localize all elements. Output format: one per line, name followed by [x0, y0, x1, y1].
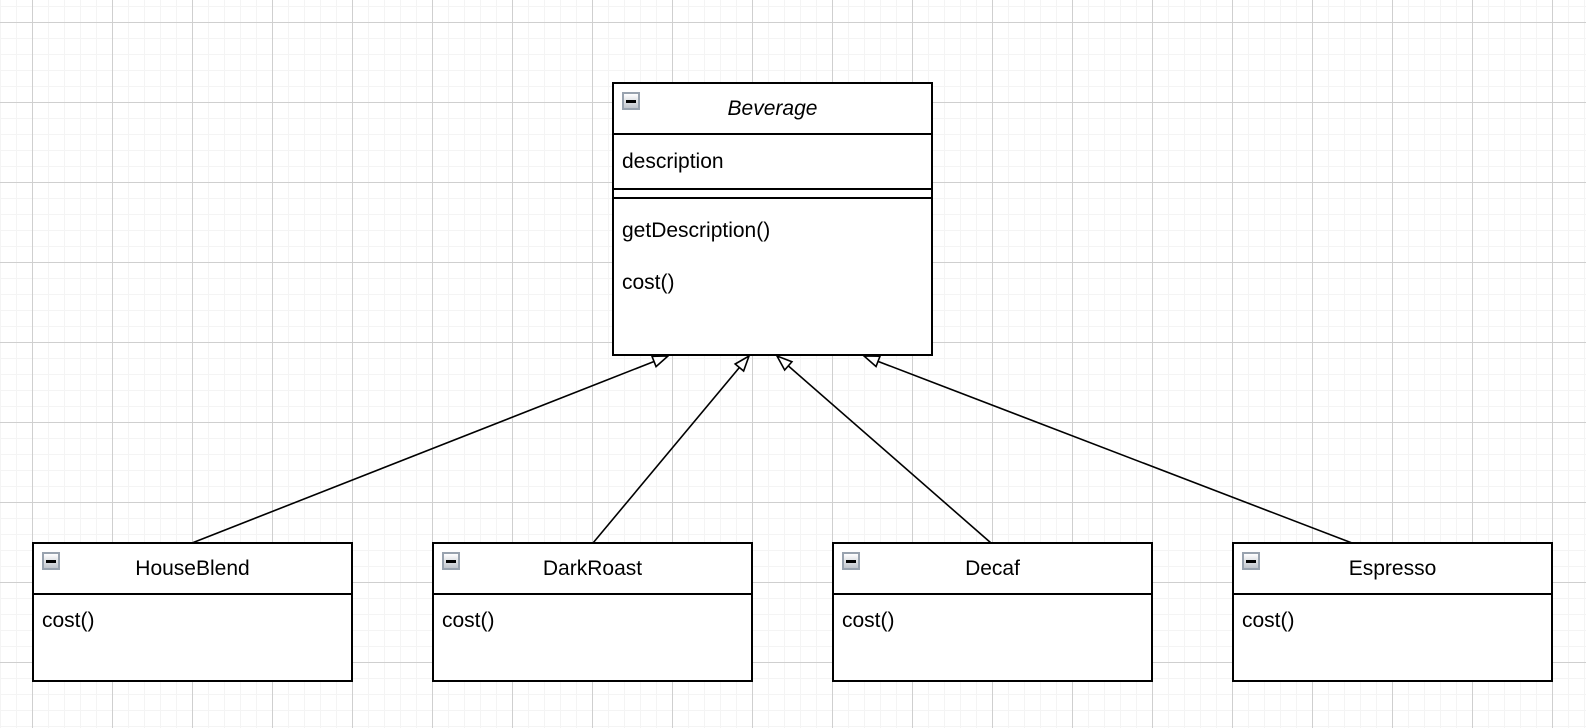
class-espresso[interactable]: Espresso cost() — [1232, 542, 1553, 682]
method-row[interactable]: cost() — [434, 595, 751, 645]
attribute-row[interactable]: description — [614, 135, 931, 190]
class-title: DarkRoast — [542, 557, 643, 580]
collapse-minus-icon[interactable] — [622, 92, 640, 110]
class-title: Beverage — [727, 97, 818, 120]
generalization-edge-espresso-beverage[interactable] — [864, 356, 1353, 544]
methods-section: cost() — [434, 595, 751, 645]
method-label: cost() — [842, 608, 895, 632]
method-row[interactable]: cost() — [614, 256, 931, 308]
minus-glyph — [846, 559, 856, 563]
generalization-edge-decaf-beverage[interactable] — [777, 356, 992, 544]
minus-glyph — [46, 559, 56, 563]
generalization-edge-darkroast-beverage[interactable] — [592, 356, 749, 544]
collapse-minus-icon[interactable] — [1242, 552, 1260, 570]
method-row[interactable]: cost() — [834, 595, 1151, 645]
methods-section: getDescription() cost() — [614, 199, 931, 308]
minus-glyph — [626, 99, 636, 103]
class-header[interactable]: Espresso — [1234, 544, 1551, 595]
class-darkroast[interactable]: DarkRoast cost() — [432, 542, 753, 682]
class-title: HouseBlend — [135, 557, 250, 580]
class-header[interactable]: HouseBlend — [34, 544, 351, 595]
collapse-minus-icon[interactable] — [442, 552, 460, 570]
method-label: cost() — [42, 608, 95, 632]
method-row[interactable]: getDescription() — [614, 204, 931, 256]
class-header[interactable]: Decaf — [834, 544, 1151, 595]
method-label: getDescription() — [622, 218, 771, 242]
methods-section: cost() — [34, 595, 351, 645]
method-label: cost() — [1242, 608, 1295, 632]
methods-section: cost() — [1234, 595, 1551, 645]
method-label: cost() — [442, 608, 495, 632]
class-houseblend[interactable]: HouseBlend cost() — [32, 542, 353, 682]
generalization-edge-houseblend-beverage[interactable] — [191, 356, 668, 544]
class-decaf[interactable]: Decaf cost() — [832, 542, 1153, 682]
method-row[interactable]: cost() — [34, 595, 351, 645]
methods-section: cost() — [834, 595, 1151, 645]
attribute-label: description — [622, 150, 724, 173]
collapse-minus-icon[interactable] — [42, 552, 60, 570]
method-label: cost() — [622, 270, 675, 294]
class-title: Espresso — [1348, 557, 1437, 580]
class-beverage[interactable]: Beverage description getDescription() co… — [612, 82, 933, 356]
class-title: Decaf — [965, 557, 1020, 580]
minus-glyph — [1246, 559, 1256, 563]
section-divider — [614, 190, 931, 199]
method-row[interactable]: cost() — [1234, 595, 1551, 645]
collapse-minus-icon[interactable] — [842, 552, 860, 570]
minus-glyph — [446, 559, 456, 563]
class-header[interactable]: Beverage — [614, 84, 931, 135]
class-header[interactable]: DarkRoast — [434, 544, 751, 595]
